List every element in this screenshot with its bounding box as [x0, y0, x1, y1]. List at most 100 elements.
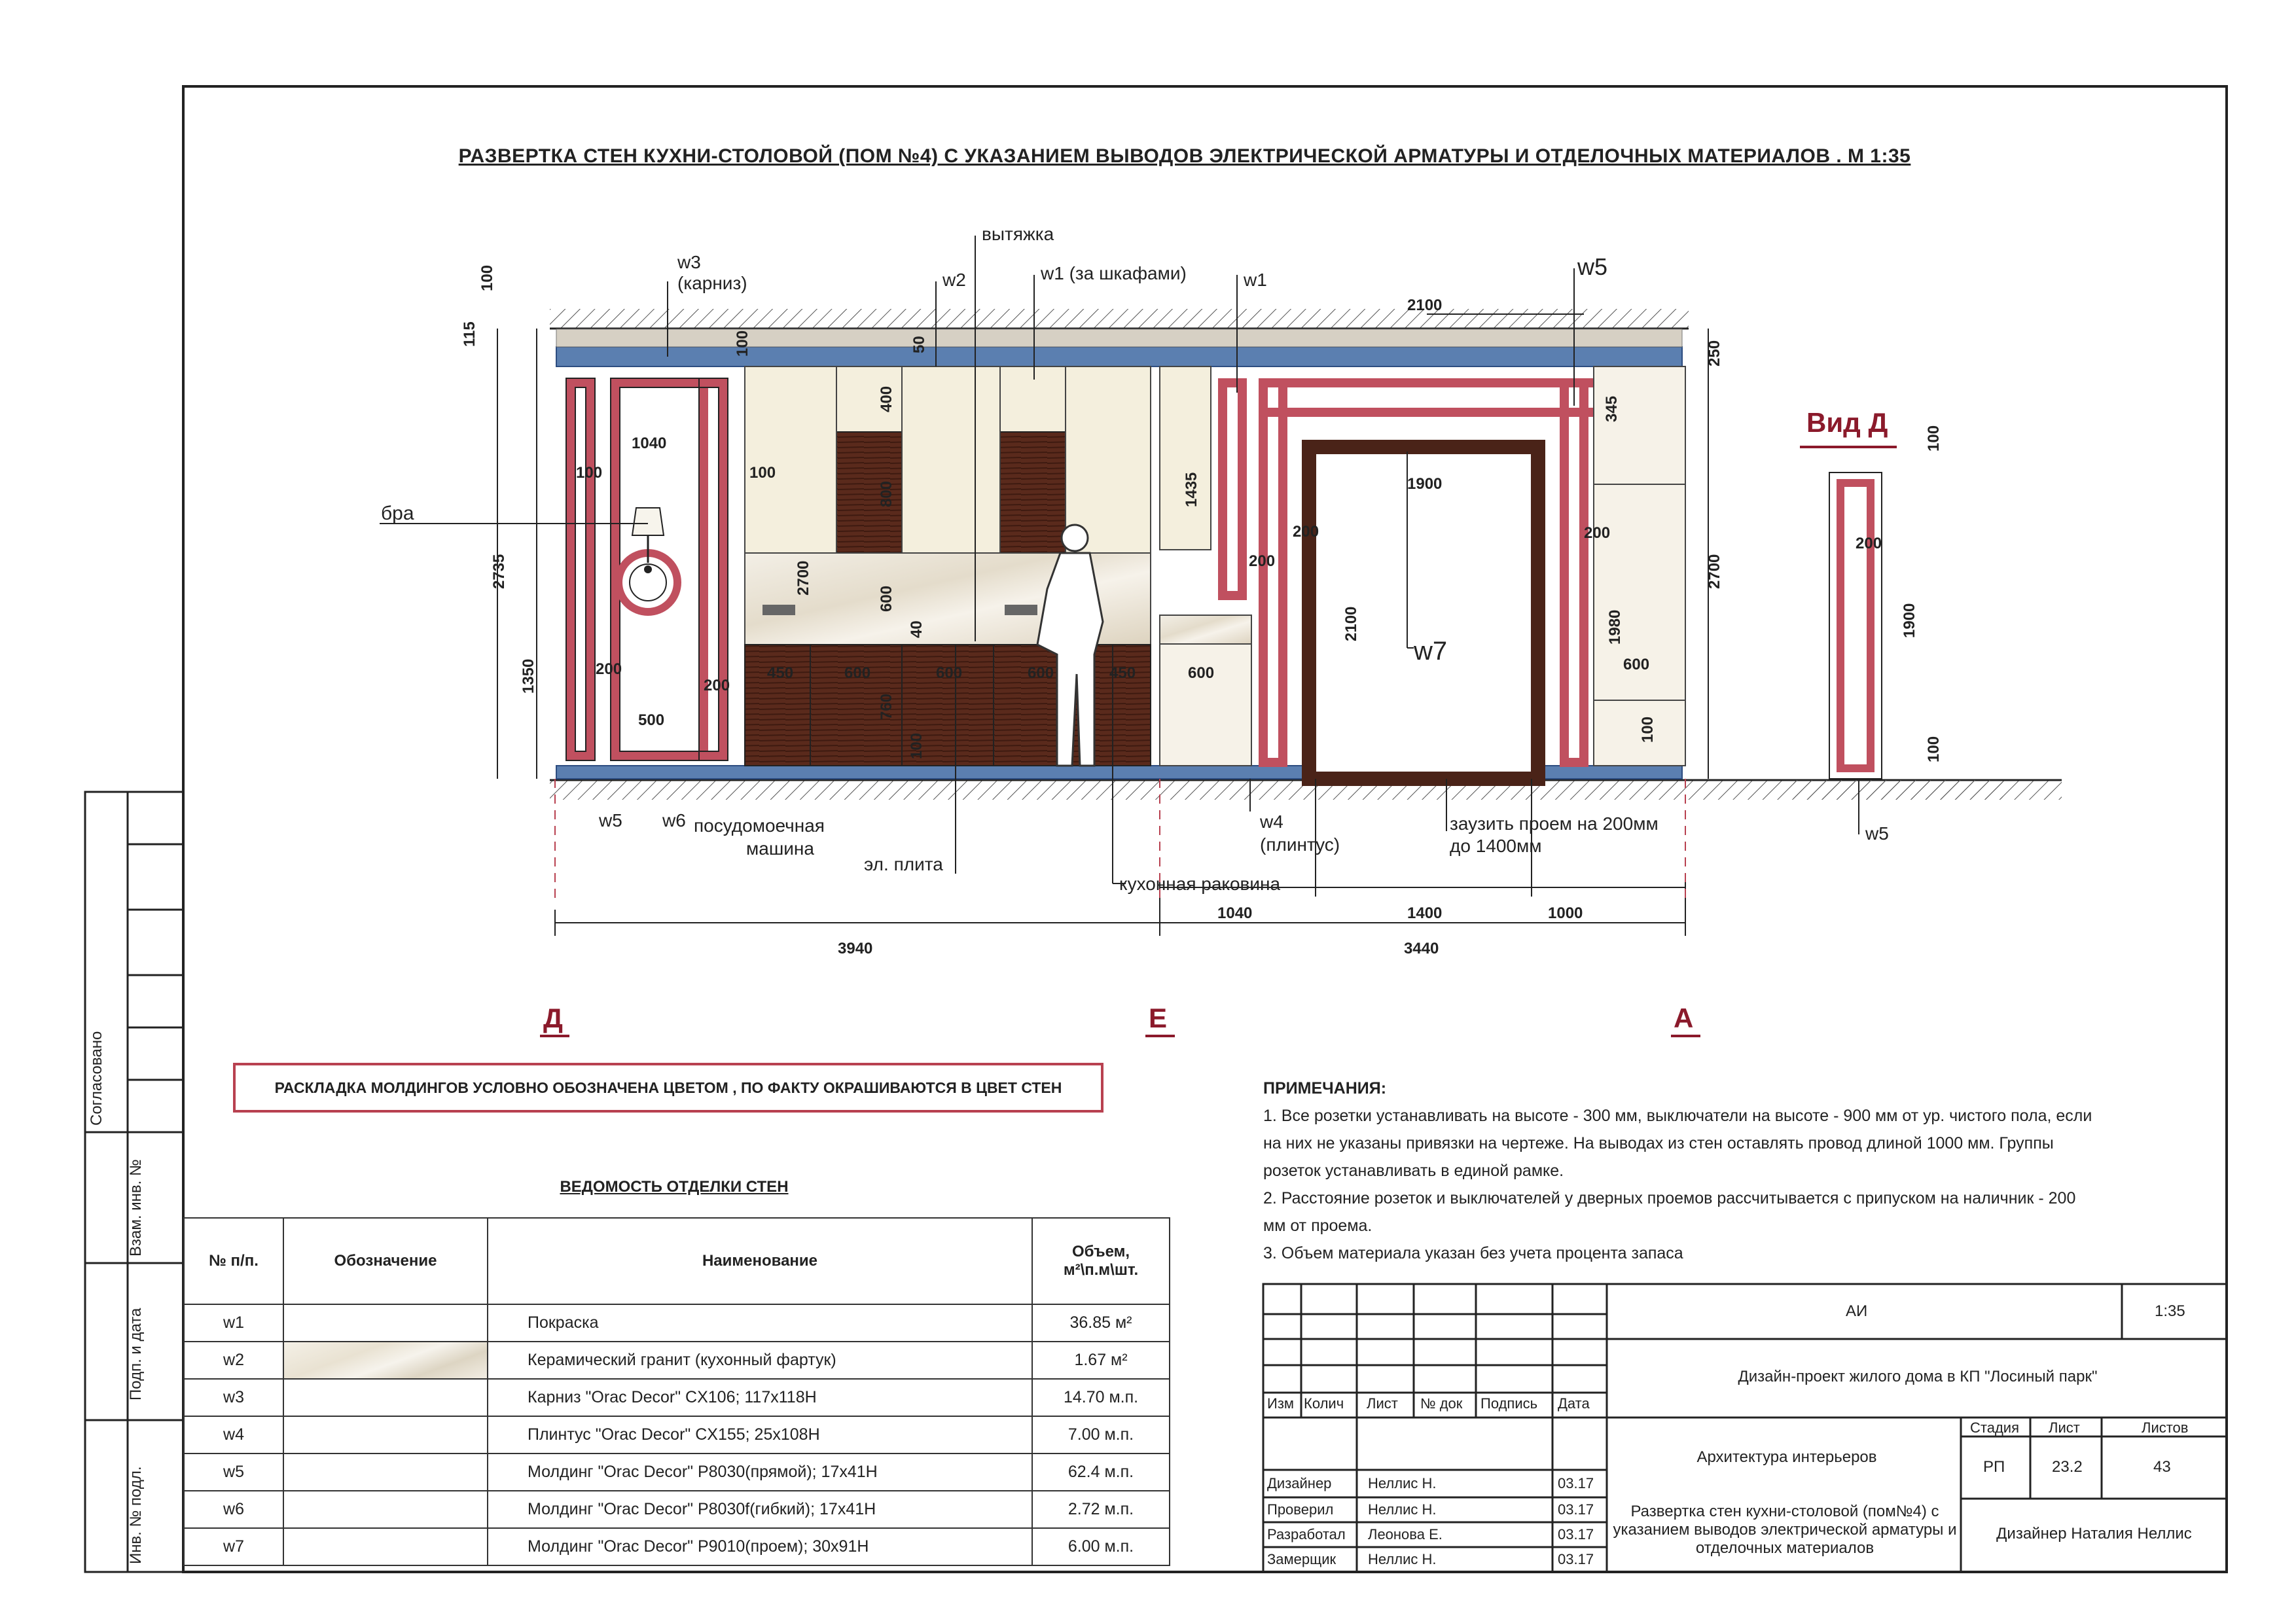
dim-600-v: 600	[878, 586, 895, 612]
dim-100-e: 100	[908, 733, 925, 759]
tb-sheet-title: Развертка стен кухни-столовой (пом№4) с …	[1613, 1503, 1957, 1557]
tb-name-4: Неллис Н.	[1368, 1551, 1437, 1567]
dim-450-b: 450	[1109, 664, 1136, 682]
tb-name-1: Неллис Н.	[1368, 1475, 1437, 1491]
swatch-marble	[283, 1341, 488, 1380]
page-title: РАЗВЕРТКА СТЕН КУХНИ-СТОЛОВОЙ (ПОМ №4) С…	[458, 145, 1911, 167]
tb-name-3: Леонова Е.	[1368, 1526, 1443, 1543]
label-w5-bottom: w5	[598, 810, 622, 830]
stamp-vzam: Взам. инв. №	[127, 1159, 145, 1257]
dim-100-r: 100	[749, 464, 776, 482]
dim-200-d: 200	[1249, 552, 1275, 570]
dim-345: 345	[1603, 396, 1621, 422]
tb-date-2: 03.17	[1558, 1501, 1594, 1518]
molding-note: РАСКЛАДКА МОЛДИНГОВ УСЛОВНО ОБОЗНАЧЕНА Ц…	[233, 1063, 1103, 1113]
tb-designer: Дизайнер Наталия Неллис	[1996, 1525, 2192, 1543]
tb-col-list: Лист	[1367, 1395, 1398, 1412]
header-num: № п/п.	[183, 1217, 284, 1305]
dim-1350: 1350	[520, 659, 537, 694]
dim-2700-r: 2700	[1706, 554, 1723, 589]
tb-role-4: Замерщик	[1267, 1551, 1336, 1567]
label-narrow-1: заузить проем на 200мм	[1450, 813, 1659, 834]
label-w6: w6	[662, 810, 686, 830]
dim-b-3440: 3440	[1404, 940, 1439, 957]
tall-cabinet-left	[1159, 366, 1211, 550]
dim-b-1400: 1400	[1407, 904, 1442, 922]
stamp-agreed: Согласовано	[88, 1031, 105, 1126]
upper-cabinets	[744, 366, 1151, 554]
dim-200-e: 200	[1584, 524, 1610, 542]
door-opening-w7	[1302, 440, 1545, 786]
dim-760: 760	[878, 694, 895, 720]
tb-sheets: 43	[2153, 1458, 2171, 1476]
tb-role-1: Дизайнер	[1267, 1475, 1332, 1491]
dim-1040: 1040	[632, 435, 666, 452]
notes-line: мм от проема.	[1263, 1217, 1372, 1235]
table-row: w1 Покраска 36.85 м²	[183, 1304, 1170, 1342]
tb-scale: 1:35	[2155, 1302, 2185, 1320]
notes-title: ПРИМЕЧАНИЯ:	[1263, 1079, 1387, 1097]
dim-200-c: 200	[1293, 523, 1319, 541]
tb-project: Дизайн-проект жилого дома в КП "Лосиный …	[1738, 1368, 2098, 1385]
dim-200-f: 200	[1856, 535, 1882, 552]
tb-col-ndok: № док	[1420, 1395, 1463, 1412]
dim-1900: 1900	[1407, 475, 1442, 493]
tb-stage: РП	[1983, 1458, 2005, 1476]
table-row: w6 Молдинг "Orac Decor" P8030f(гибкий); …	[183, 1490, 1170, 1529]
tall-cabinet-right	[1593, 366, 1686, 766]
dim-50: 50	[910, 336, 928, 353]
header-vol: Объем, м²\п.м\шт.	[1031, 1217, 1170, 1305]
cornice-molding	[556, 346, 1683, 367]
vid-d-molding	[1837, 479, 1874, 772]
dim-250: 250	[1706, 340, 1723, 366]
dim-200-a: 200	[596, 660, 622, 678]
tb-col-kol: Колич	[1304, 1395, 1344, 1412]
label-dishwasher-1: посудомоечная	[694, 815, 825, 836]
dim-b-1040: 1040	[1217, 904, 1252, 922]
dim-600-b: 600	[844, 664, 870, 682]
dim-600-f: 600	[1623, 656, 1649, 673]
dim-100-top: 100	[478, 265, 496, 291]
title-block-grid	[1262, 1283, 2228, 1573]
label-w2: w2	[942, 270, 966, 290]
tb-sheets-h: Листов	[2142, 1419, 2189, 1436]
dim-100-l: 100	[576, 464, 602, 482]
axis-d: Д	[543, 1003, 563, 1033]
table-row: w2 Керамический гранит (кухонный фартук)…	[183, 1341, 1170, 1380]
tb-col-date: Дата	[1558, 1395, 1590, 1412]
ceiling-hatch	[550, 309, 1689, 329]
label-w1-behind: w1 (за шкафами)	[1040, 263, 1187, 283]
label-stove: эл. плита	[864, 854, 943, 874]
tb-sheet: 23.2	[2052, 1458, 2083, 1476]
table-header-row: № п/п. Обозначение Наименование Объем, м…	[183, 1217, 1170, 1305]
notes-line: 2. Расстояние розеток и выключателей у д…	[1263, 1189, 2076, 1207]
sconce-icon	[631, 507, 665, 573]
tb-col-podp: Подпись	[1480, 1395, 1538, 1412]
dim-b-3940: 3940	[838, 940, 872, 957]
dim-2735: 2735	[490, 554, 508, 589]
tb-col-izm: Изм	[1267, 1395, 1295, 1412]
stamp-podp: Подп. и дата	[127, 1308, 145, 1400]
dim-600-e: 600	[1188, 664, 1214, 682]
tb-section: Архитектура интерьеров	[1696, 1448, 1877, 1466]
dim-115: 115	[461, 321, 478, 347]
label-w5-vid: w5	[1865, 823, 1889, 844]
header-code: Обозначение	[283, 1217, 488, 1305]
tb-name-2: Неллис Н.	[1368, 1501, 1437, 1518]
notes-line: розеток устанавливать в единой рамке.	[1263, 1162, 1564, 1180]
tb-date-3: 03.17	[1558, 1526, 1594, 1543]
label-bra: бра	[381, 503, 414, 524]
label-w3: w3	[677, 252, 701, 272]
dim-600-d: 600	[1028, 664, 1054, 682]
tb-role-2: Проверил	[1267, 1501, 1334, 1518]
label-narrow-2: до 1400мм	[1450, 836, 1541, 856]
tb-sheet-h: Лист	[2049, 1419, 2080, 1436]
notes-line: на них не указаны привязки на чертеже. Н…	[1263, 1134, 2054, 1152]
wall-moldings-left	[566, 378, 728, 760]
table-row: w3 Карниз "Orac Decor" CX106; 117x118H 1…	[183, 1378, 1170, 1417]
notes-line: 3. Объем материала указан без учета проц…	[1263, 1244, 1683, 1262]
dim-100-f: 100	[1639, 717, 1657, 743]
label-w4: w4	[1259, 812, 1283, 832]
dim-600-c: 600	[936, 664, 962, 682]
